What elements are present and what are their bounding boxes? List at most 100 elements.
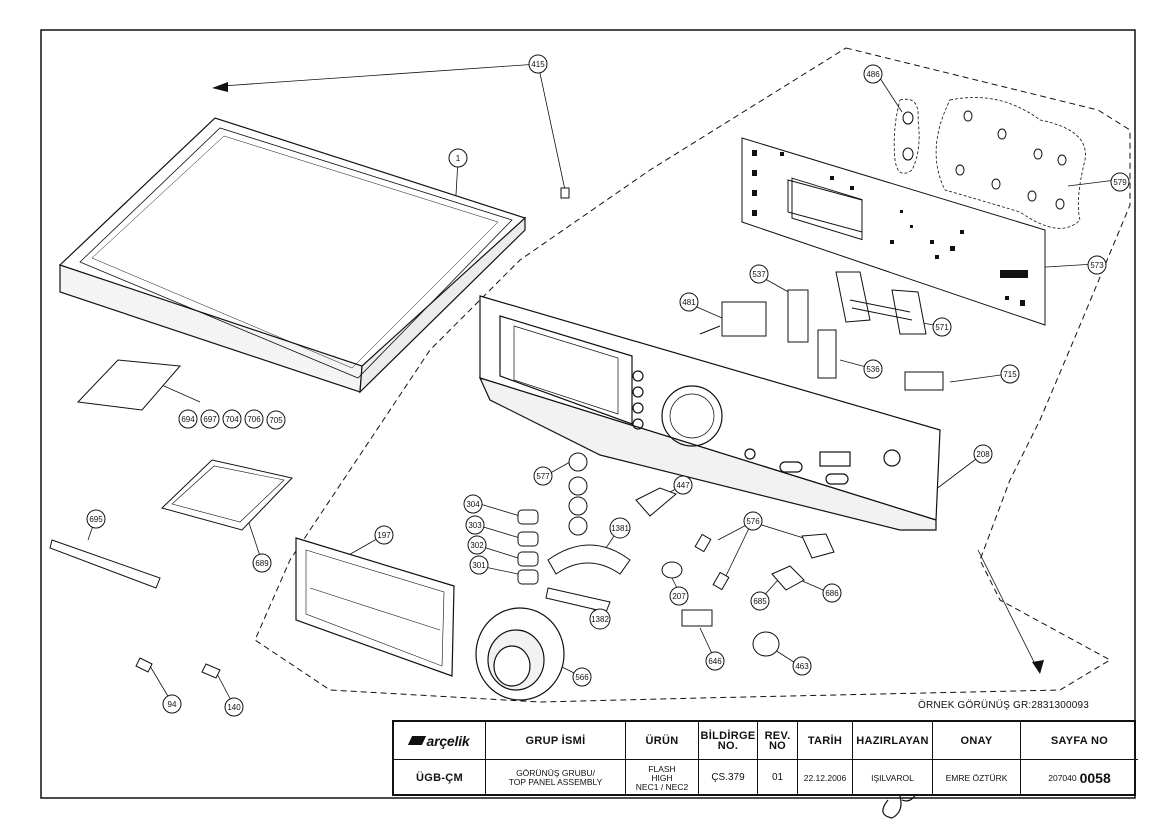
callout-1382: 1382 (589, 608, 611, 630)
selector-knob (475, 607, 565, 701)
leader-lines (87, 63, 1117, 707)
product-line3: NEC1 / NEC2 (635, 781, 689, 792)
svg-text:704: 704 (225, 415, 239, 424)
brand-name: arçelik (426, 732, 470, 749)
callouts: 415 1 486 579 573 537 481 571 536 715 20… (86, 54, 1130, 717)
header-rev-line1: REV. (764, 729, 791, 742)
svg-text:304: 304 (466, 500, 480, 509)
svg-text:1: 1 (456, 154, 461, 163)
callout-576: 576 (743, 511, 763, 531)
svg-text:303: 303 (468, 521, 482, 530)
connectors (699, 271, 944, 391)
header-prepared: HAZIRLAYAN (853, 722, 933, 760)
callout-303: 303 (465, 515, 485, 535)
header-page-no: SAYFA NO (1021, 722, 1138, 760)
callout-1381: 1381 (609, 517, 631, 539)
svg-text:208: 208 (976, 450, 990, 459)
assembly-boundary (254, 47, 1131, 703)
group-value: GÖRÜNÜŞ GRUBU/TOP PANEL ASSEMBLY (486, 760, 626, 796)
callout-577: 577 (533, 466, 553, 486)
svg-text:140: 140 (227, 703, 241, 712)
push-buttons (517, 509, 539, 585)
top-lid (58, 117, 527, 394)
drawer-front (295, 537, 455, 677)
callout-415: 415 (528, 54, 548, 74)
callout-686: 686 (822, 583, 842, 603)
control-panel-fascia (478, 295, 941, 531)
callout-207: 207 (669, 586, 689, 606)
callout-704: 704 (222, 409, 242, 429)
product-line1: FLASH (648, 763, 676, 774)
callout-694: 694 (178, 409, 198, 429)
svg-text:566: 566 (575, 673, 589, 682)
rev-value: 01 (758, 760, 798, 796)
callout-463: 463 (792, 656, 812, 676)
svg-text:1381: 1381 (611, 524, 629, 533)
svg-text:695: 695 (89, 515, 103, 524)
callout-537: 537 (749, 264, 769, 284)
svg-text:415: 415 (531, 60, 545, 69)
callout-302: 302 (467, 535, 487, 555)
svg-text:571: 571 (935, 323, 949, 332)
small-parts (661, 533, 835, 657)
callout-571: 571 (932, 317, 952, 337)
svg-text:486: 486 (866, 70, 880, 79)
page-suffix: 0058 (1079, 769, 1111, 786)
screw-tip-415 (212, 82, 228, 92)
svg-text:646: 646 (708, 657, 722, 666)
button-arc (545, 544, 631, 613)
callout-447: 447 (673, 475, 693, 495)
svg-text:197: 197 (377, 531, 391, 540)
drawing-frame (40, 29, 1136, 799)
callout-140: 140 (224, 697, 244, 717)
svg-text:481: 481 (682, 298, 696, 307)
svg-text:706: 706 (247, 415, 261, 424)
header-rev-no: REV.NO (758, 722, 798, 760)
svg-text:207: 207 (672, 592, 686, 601)
brand-logo: arçelik (394, 722, 486, 760)
callout-646: 646 (705, 651, 725, 671)
knob-holder-447 (635, 487, 677, 517)
callout-573: 573 (1087, 255, 1107, 275)
spacer-group-579 (935, 97, 1086, 229)
label-plate (76, 359, 182, 411)
header-notice-line2: NO. (717, 739, 739, 752)
svg-text:694: 694 (181, 415, 195, 424)
header-product: ÜRÜN (626, 722, 699, 760)
header-notice-line1: BİLDİRGE (700, 729, 756, 742)
page-prefix: 207040 (1048, 772, 1077, 783)
svg-text:302: 302 (470, 541, 484, 550)
callout-715: 715 (1000, 364, 1020, 384)
svg-text:715: 715 (1003, 370, 1017, 379)
arrow-head (1032, 660, 1044, 674)
callout-486: 486 (863, 64, 883, 84)
callout-94: 94 (162, 694, 182, 714)
callout-197: 197 (374, 525, 394, 545)
header-approval: ONAY (933, 722, 1021, 760)
callout-697: 697 (200, 409, 220, 429)
main-pcb (741, 137, 1046, 326)
approval-value: EMRE ÖZTÜRK (933, 760, 1021, 796)
svg-text:301: 301 (472, 561, 486, 570)
svg-text:686: 686 (825, 589, 839, 598)
svg-text:463: 463 (795, 662, 809, 671)
example-view-note: ÖRNEK GÖRÜNÜŞ GR:2831300093 (918, 700, 1090, 711)
callout-695: 695 (86, 509, 106, 529)
spacer-group-486 (893, 98, 920, 174)
header-group-name: GRUP İSMİ (486, 722, 626, 760)
svg-text:536: 536 (866, 365, 880, 374)
callout-1: 1 (448, 148, 468, 168)
svg-text:705: 705 (269, 416, 283, 425)
callout-685: 685 (750, 591, 770, 611)
callout-301: 301 (469, 555, 489, 575)
screws (135, 657, 221, 679)
callout-705: 705 (266, 410, 286, 430)
svg-text:447: 447 (676, 481, 690, 490)
svg-text:94: 94 (168, 700, 177, 709)
notice-value: ÇS.379 (699, 760, 758, 796)
header-rev-line2: NO (768, 739, 787, 752)
callout-689: 689 (252, 553, 272, 573)
